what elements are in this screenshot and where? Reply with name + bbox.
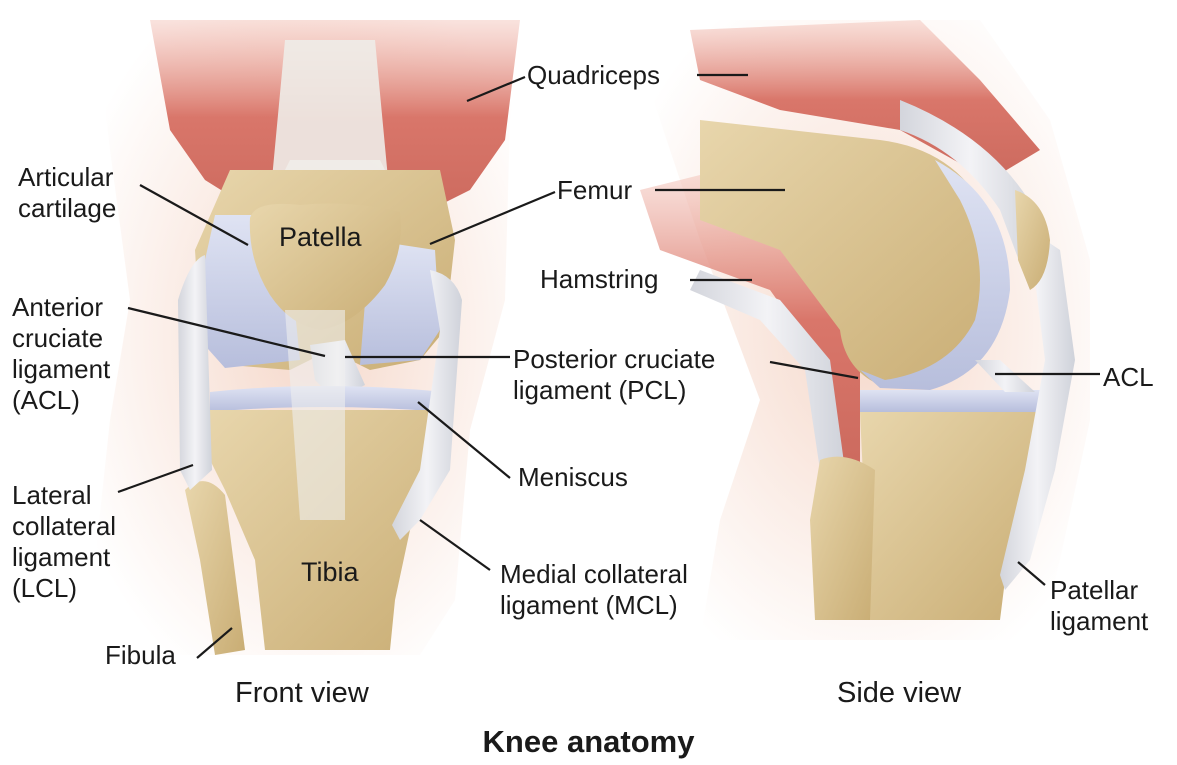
label-posterior-cruciate-ligament: Posterior cruciate ligament (PCL) <box>513 344 715 406</box>
label-quadriceps: Quadriceps <box>527 60 660 91</box>
label-medial-collateral-ligament: Medial collateral ligament (MCL) <box>500 559 688 621</box>
label-meniscus: Meniscus <box>518 462 628 493</box>
label-patella: Patella <box>279 222 362 253</box>
label-hamstring: Hamstring <box>540 264 658 295</box>
label-anterior-cruciate-ligament: Anterior cruciate ligament (ACL) <box>12 292 110 416</box>
label-lateral-collateral-ligament: Lateral collateral ligament (LCL) <box>12 480 116 604</box>
figure-title: Knee anatomy <box>0 724 1177 760</box>
side-view-caption: Side view <box>837 676 961 710</box>
front-view-caption: Front view <box>235 676 369 710</box>
side-fibula-bone <box>810 457 875 620</box>
label-patellar-ligament: Patellar ligament <box>1050 575 1148 637</box>
label-tibia: Tibia <box>301 557 359 588</box>
label-femur: Femur <box>557 175 632 206</box>
side-view-illustration <box>640 20 1090 640</box>
label-fibula: Fibula <box>105 640 176 671</box>
label-acl-side: ACL <box>1103 362 1154 393</box>
label-articular-cartilage: Articular cartilage <box>18 162 116 224</box>
side-meniscus <box>860 390 1040 412</box>
